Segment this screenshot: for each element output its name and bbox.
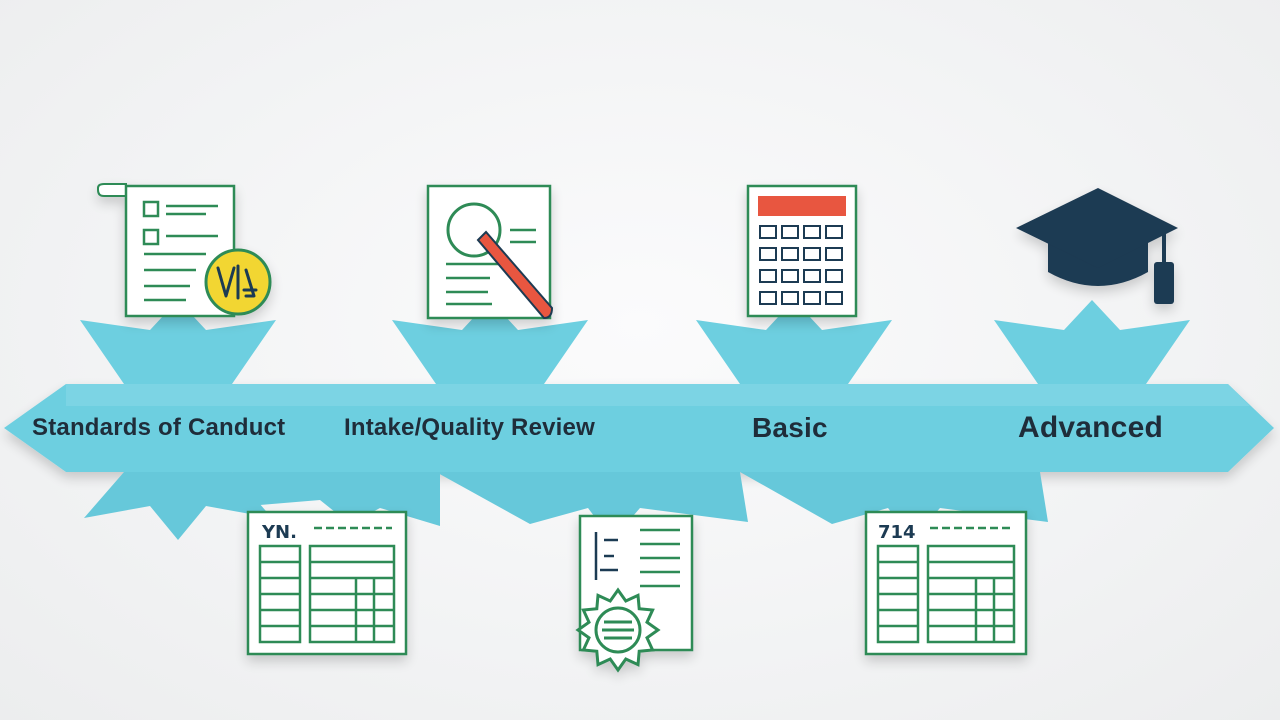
- calculator-key: [803, 291, 821, 305]
- calculator-key: [803, 269, 821, 283]
- tax-form-icon-left: YN.: [246, 510, 408, 656]
- calculator-key: [781, 247, 799, 261]
- calculator-key: [825, 291, 843, 305]
- calculator-key: [759, 269, 777, 283]
- graduation-cap-icon: [1016, 188, 1178, 304]
- calculator-icon: [746, 184, 858, 318]
- calculator-key: [759, 225, 777, 239]
- stage-label-intake-quality-review: Intake/Quality Review: [344, 414, 595, 441]
- calculator-key: [781, 291, 799, 305]
- stage-connector-3: [696, 300, 1048, 540]
- stage-label-advanced: Advanced: [1018, 411, 1163, 444]
- calculator-key: [759, 247, 777, 261]
- form-code-text: YN.: [261, 522, 297, 543]
- calculator-key: [781, 269, 799, 283]
- tax-form-icon-right: 714: [864, 510, 1028, 656]
- stage-connector-1: [80, 300, 276, 540]
- calculator-key: [825, 269, 843, 283]
- stage-label-basic: Basic: [752, 412, 828, 443]
- calculator-key: [825, 225, 843, 239]
- calculator-key: [825, 247, 843, 261]
- certificate-document-seal-icon: [575, 514, 694, 673]
- review-document-magnifier-icon: [426, 184, 554, 320]
- calculator-key: [803, 225, 821, 239]
- stage-label-standards-of-conduct: Standards of Canduct: [32, 414, 286, 441]
- form-code-text: 714: [878, 522, 916, 543]
- stage-connector-4: [994, 300, 1190, 384]
- stage-connector-2: [232, 300, 748, 540]
- timeline-arrow: [4, 384, 1274, 472]
- ethics-document-scales-icon: [97, 183, 272, 318]
- calculator-key: [759, 291, 777, 305]
- calculator-key: [803, 247, 821, 261]
- calculator-key: [781, 225, 799, 239]
